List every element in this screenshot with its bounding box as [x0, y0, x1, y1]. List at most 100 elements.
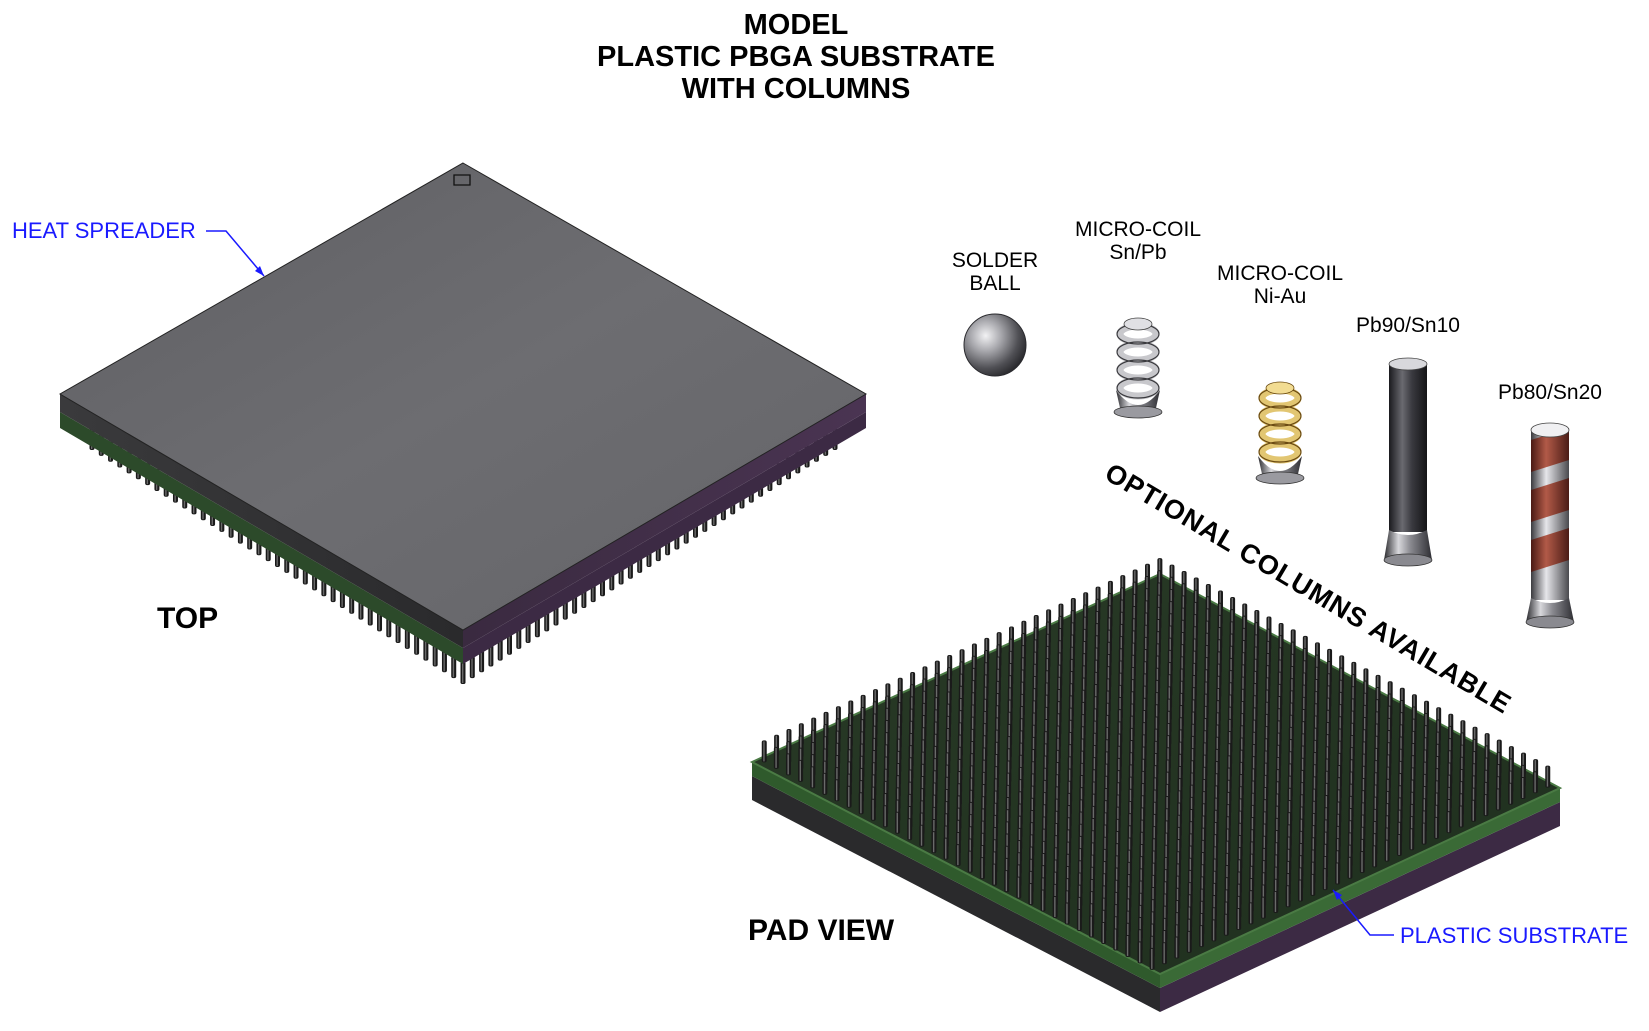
column-pin-highlight: [1054, 860, 1057, 881]
column-pin-highlight: [1146, 576, 1148, 597]
column-pin-highlight: [1095, 685, 1097, 706]
column-pin-highlight: [1019, 780, 1022, 801]
column-pin-highlight: [1094, 721, 1096, 742]
column-pin-highlight: [1376, 688, 1379, 708]
column-pin-highlight: [1143, 723, 1145, 744]
column-pin-highlight: [1033, 713, 1035, 734]
column-pin-highlight: [1007, 773, 1010, 794]
column-pin-highlight: [861, 744, 863, 765]
column-pin-highlight: [1194, 627, 1196, 648]
column-pin-highlight: [1142, 784, 1144, 805]
column-pin-highlight: [1144, 662, 1146, 683]
column-pin-highlight: [1362, 778, 1365, 799]
column-pin-highlight: [285, 551, 288, 572]
column-pin-highlight: [923, 667, 926, 688]
column-pin-highlight: [836, 768, 838, 789]
column-pin-highlight: [1139, 893, 1142, 914]
column-pin-highlight: [1485, 746, 1488, 767]
column-pin-highlight: [1325, 820, 1327, 841]
column-pin-highlight: [1035, 616, 1037, 637]
column-pin-highlight: [1266, 690, 1268, 711]
column-pin-highlight: [1227, 792, 1230, 813]
column-pin-highlight: [1291, 666, 1293, 687]
column-pin-highlight: [1054, 884, 1056, 905]
column-pin-highlight: [1250, 891, 1252, 912]
column-pin-highlight: [1096, 599, 1099, 620]
column-pin-highlight: [1103, 874, 1106, 895]
column-pin-highlight: [332, 581, 334, 602]
column-pin-highlight: [1167, 748, 1169, 769]
column-pin-highlight: [1022, 633, 1025, 654]
column-pin-highlight: [1046, 683, 1048, 704]
column-pin-highlight: [1034, 676, 1036, 697]
column-pin-highlight: [1361, 852, 1363, 873]
micro-coil-snpb-icon: [1113, 317, 1163, 419]
column-pin-highlight: [1180, 693, 1183, 714]
column-pin-highlight: [1227, 817, 1229, 838]
column-pin-highlight: [573, 592, 575, 613]
column-pin-highlight: [1214, 847, 1216, 868]
column-pin-highlight: [1374, 822, 1376, 842]
column-pin-highlight: [1127, 911, 1129, 932]
column-pin-highlight: [1290, 727, 1292, 748]
column-pin-highlight: [1287, 886, 1289, 907]
column-pin-highlight: [1375, 773, 1377, 794]
column-pin-highlight: [1227, 829, 1229, 850]
column-pin-highlight: [1363, 742, 1365, 763]
column-pin-highlight: [923, 691, 925, 712]
column-pin-highlight: [1201, 865, 1204, 886]
column-pin-highlight: [1120, 637, 1122, 658]
column-pin-highlight: [1205, 694, 1207, 715]
column-pin-highlight: [1155, 754, 1157, 774]
column-pin-highlight: [812, 730, 814, 751]
column-pin-highlight: [1145, 625, 1147, 646]
column-pin-highlight: [1437, 732, 1439, 753]
column-pin-highlight: [1300, 844, 1302, 864]
column-pin-highlight: [922, 764, 924, 785]
column-pin-highlight: [984, 711, 986, 732]
column-pin-highlight: [1054, 872, 1057, 893]
column-pin-highlight: [1289, 776, 1291, 797]
column-pin-highlight: [1018, 828, 1021, 849]
column-pin-highlight: [1219, 615, 1221, 636]
column-pin-highlight: [936, 661, 938, 682]
column-pin-highlight: [1182, 608, 1184, 629]
column-pin-highlight: [885, 769, 887, 790]
micro-coil-niau-label-line-2: Ni-Au: [1254, 285, 1307, 308]
micro-coil-snpb-label-line-2: Sn/Pb: [1109, 241, 1166, 264]
column-pin-highlight: [480, 651, 482, 672]
column-pin-highlight: [1253, 708, 1256, 729]
column-pin-highlight: [1164, 894, 1166, 915]
column-pin-highlight: [1238, 860, 1241, 881]
column-pin-highlight: [957, 845, 959, 866]
column-pin-highlight: [1300, 831, 1302, 852]
column-pin-highlight: [1255, 610, 1258, 631]
column-pin-highlight: [1275, 867, 1277, 888]
column-pin-highlight: [997, 657, 1000, 678]
column-pin-highlight: [1155, 705, 1158, 726]
column-pin-highlight: [1522, 753, 1524, 774]
column-pin-highlight: [812, 718, 815, 739]
pad-substrate-right-purple-layer: [1160, 802, 1560, 1012]
column-pin-highlight: [1204, 731, 1206, 752]
column-pin-highlight: [1192, 712, 1194, 733]
column-pin-highlight: [1412, 719, 1415, 740]
column-pin-highlight: [1349, 833, 1351, 854]
column-pin-highlight: [994, 803, 997, 824]
column-pin-highlight: [1155, 741, 1157, 762]
column-pin-highlight: [1337, 826, 1339, 847]
column-pin-highlight: [1250, 903, 1252, 924]
column-pin-highlight: [1168, 687, 1170, 708]
heat-spreader-left-side: [60, 394, 463, 648]
column-pin-highlight: [517, 627, 520, 648]
column-pin-highlight: [1255, 623, 1258, 644]
column-pin-highlight: [973, 644, 975, 665]
plastic-substrate-leader-line: [1332, 889, 1394, 936]
column-pin-highlight: [1337, 814, 1339, 835]
pad-view-package: [749, 558, 1563, 1012]
column-pin-highlight: [1018, 841, 1020, 862]
column-pin-highlight: [995, 779, 997, 800]
column-pin-highlight: [1130, 741, 1133, 762]
column-pin-highlight: [933, 795, 936, 816]
column-pin-highlight: [1435, 805, 1438, 826]
